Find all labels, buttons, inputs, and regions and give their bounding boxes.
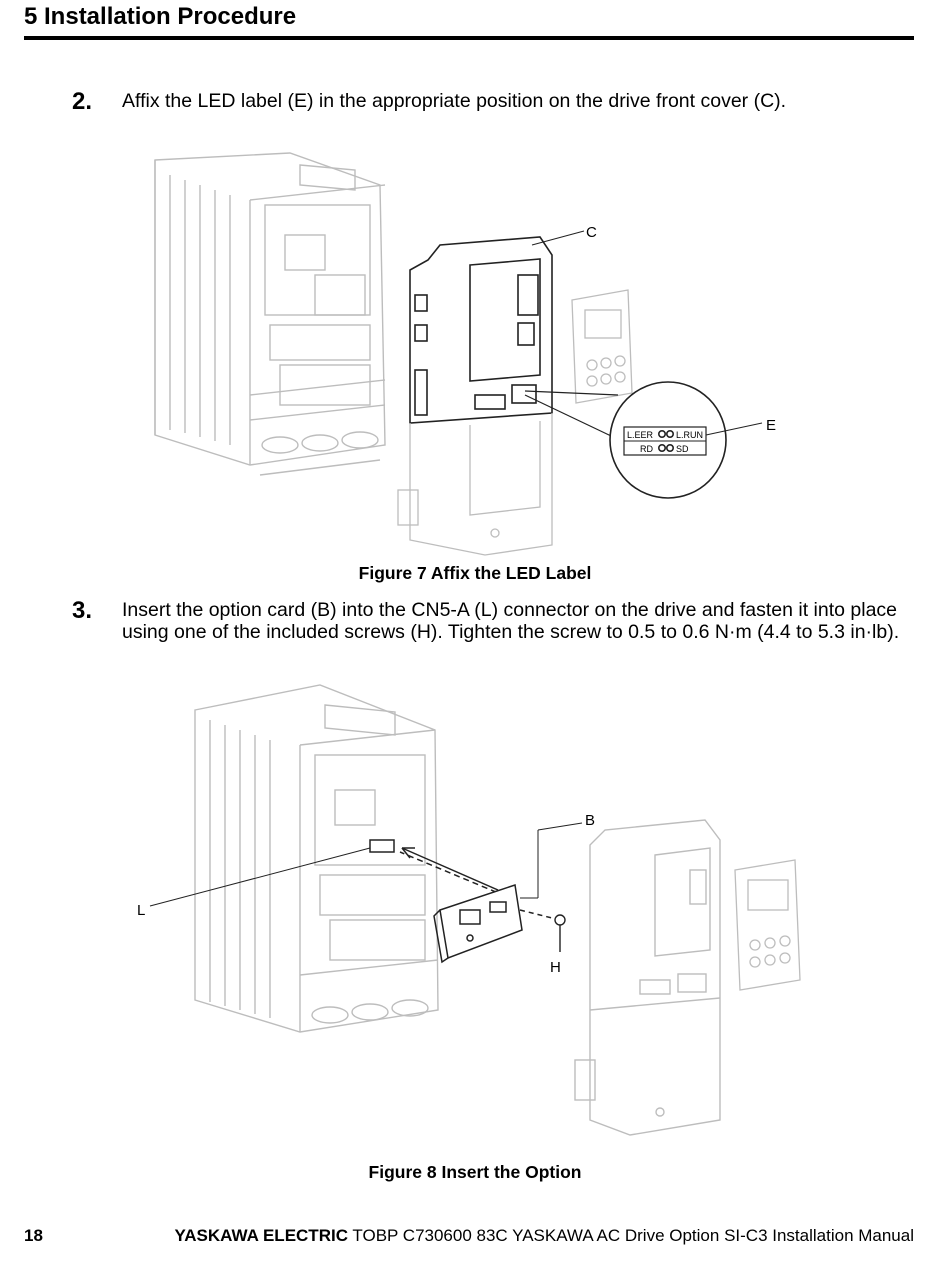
keypad bbox=[571, 289, 633, 404]
callout-l: L bbox=[137, 902, 145, 919]
led-label-bottom-left: RD bbox=[640, 444, 653, 454]
figure-7-illustration: L.EER L.RUN RD SD C E bbox=[154, 152, 776, 556]
footer-document: YASKAWA ELECTRIC TOBP C730600 83C YASKAW… bbox=[174, 1226, 914, 1246]
page-footer: 18 YASKAWA ELECTRIC TOBP C730600 83C YAS… bbox=[24, 1226, 914, 1248]
step-number: 3. bbox=[72, 597, 93, 624]
figure-8-illustration: B L H bbox=[137, 684, 801, 1136]
callout-line-e bbox=[705, 422, 763, 436]
option-card bbox=[433, 884, 523, 964]
callout-b: B bbox=[585, 812, 595, 829]
figure-8-caption: Figure 8 Insert the Option bbox=[368, 1162, 582, 1182]
step-text: Insert the option card (B) into the CN5-… bbox=[122, 599, 900, 643]
figure-7-caption: Figure 7 Affix the LED Label bbox=[358, 563, 592, 583]
footer-brand: YASKAWA ELECTRIC bbox=[174, 1226, 348, 1245]
callout-e: E bbox=[766, 417, 776, 434]
screw bbox=[554, 914, 566, 952]
callout-line-b-3 bbox=[537, 822, 583, 831]
callout-h: H bbox=[550, 959, 561, 976]
magnifier: L.EER L.RUN RD SD bbox=[524, 381, 727, 499]
drive-body bbox=[154, 152, 386, 476]
led-label-top-left: L.EER bbox=[627, 430, 654, 440]
callout-c: C bbox=[586, 224, 597, 241]
led-label-bottom-right: SD bbox=[676, 444, 689, 454]
page-number: 18 bbox=[24, 1226, 43, 1245]
header-rule bbox=[24, 36, 914, 40]
callout-line-l bbox=[149, 847, 371, 907]
keypad bbox=[734, 859, 801, 991]
led-label-top-right: L.RUN bbox=[676, 430, 703, 440]
drive-lower-body bbox=[397, 413, 553, 556]
step-number: 2. bbox=[72, 88, 93, 115]
step-text: Affix the LED label (E) in the appropria… bbox=[122, 90, 787, 112]
section-title: 5 Installation Procedure bbox=[24, 3, 297, 30]
footer-doc-title: TOBP C730600 83C YASKAWA AC Drive Option… bbox=[347, 1226, 914, 1245]
cn5a-connector bbox=[369, 839, 395, 853]
page-header: 5 Installation Procedure bbox=[24, 0, 914, 40]
front-cover bbox=[574, 819, 721, 1136]
front-cover bbox=[409, 236, 553, 424]
callout-line-c bbox=[531, 230, 585, 246]
drive-body bbox=[194, 684, 439, 1033]
